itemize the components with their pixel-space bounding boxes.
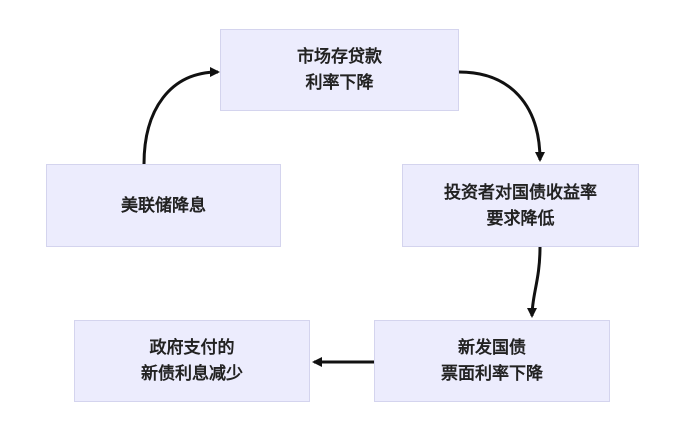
node-gov-interest-line2: 新债利息减少 (141, 364, 243, 384)
node-gov-interest-line1: 政府支付的 (149, 338, 235, 358)
edge-rate-to-investor (458, 70, 545, 162)
node-fed-cut-line1: 美联储降息 (121, 195, 206, 216)
edge-fed-to-rate (142, 67, 220, 165)
node-rate-cut-line2: 利率下降 (305, 73, 374, 93)
node-gov-interest: 政府支付的 新债利息减少 (74, 320, 310, 402)
node-rate-cut-line1: 市场存贷款 (297, 47, 382, 67)
node-investor-yield-line1: 投资者对国债收益率 (444, 182, 597, 203)
node-investor-yield-line2: 要求降低 (486, 208, 555, 229)
node-rate-cut: 市场存贷款 利率下降 (220, 29, 459, 111)
node-new-bond-line2: 票面利率下降 (441, 364, 543, 384)
edge-investor-to-newbond (527, 246, 542, 318)
node-new-bond: 新发国债 票面利率下降 (374, 320, 610, 402)
node-fed-cut: 美联储降息 (46, 164, 281, 247)
node-new-bond-line1: 新发国债 (458, 338, 526, 358)
node-investor-yield: 投资者对国债收益率 要求降低 (402, 164, 639, 247)
